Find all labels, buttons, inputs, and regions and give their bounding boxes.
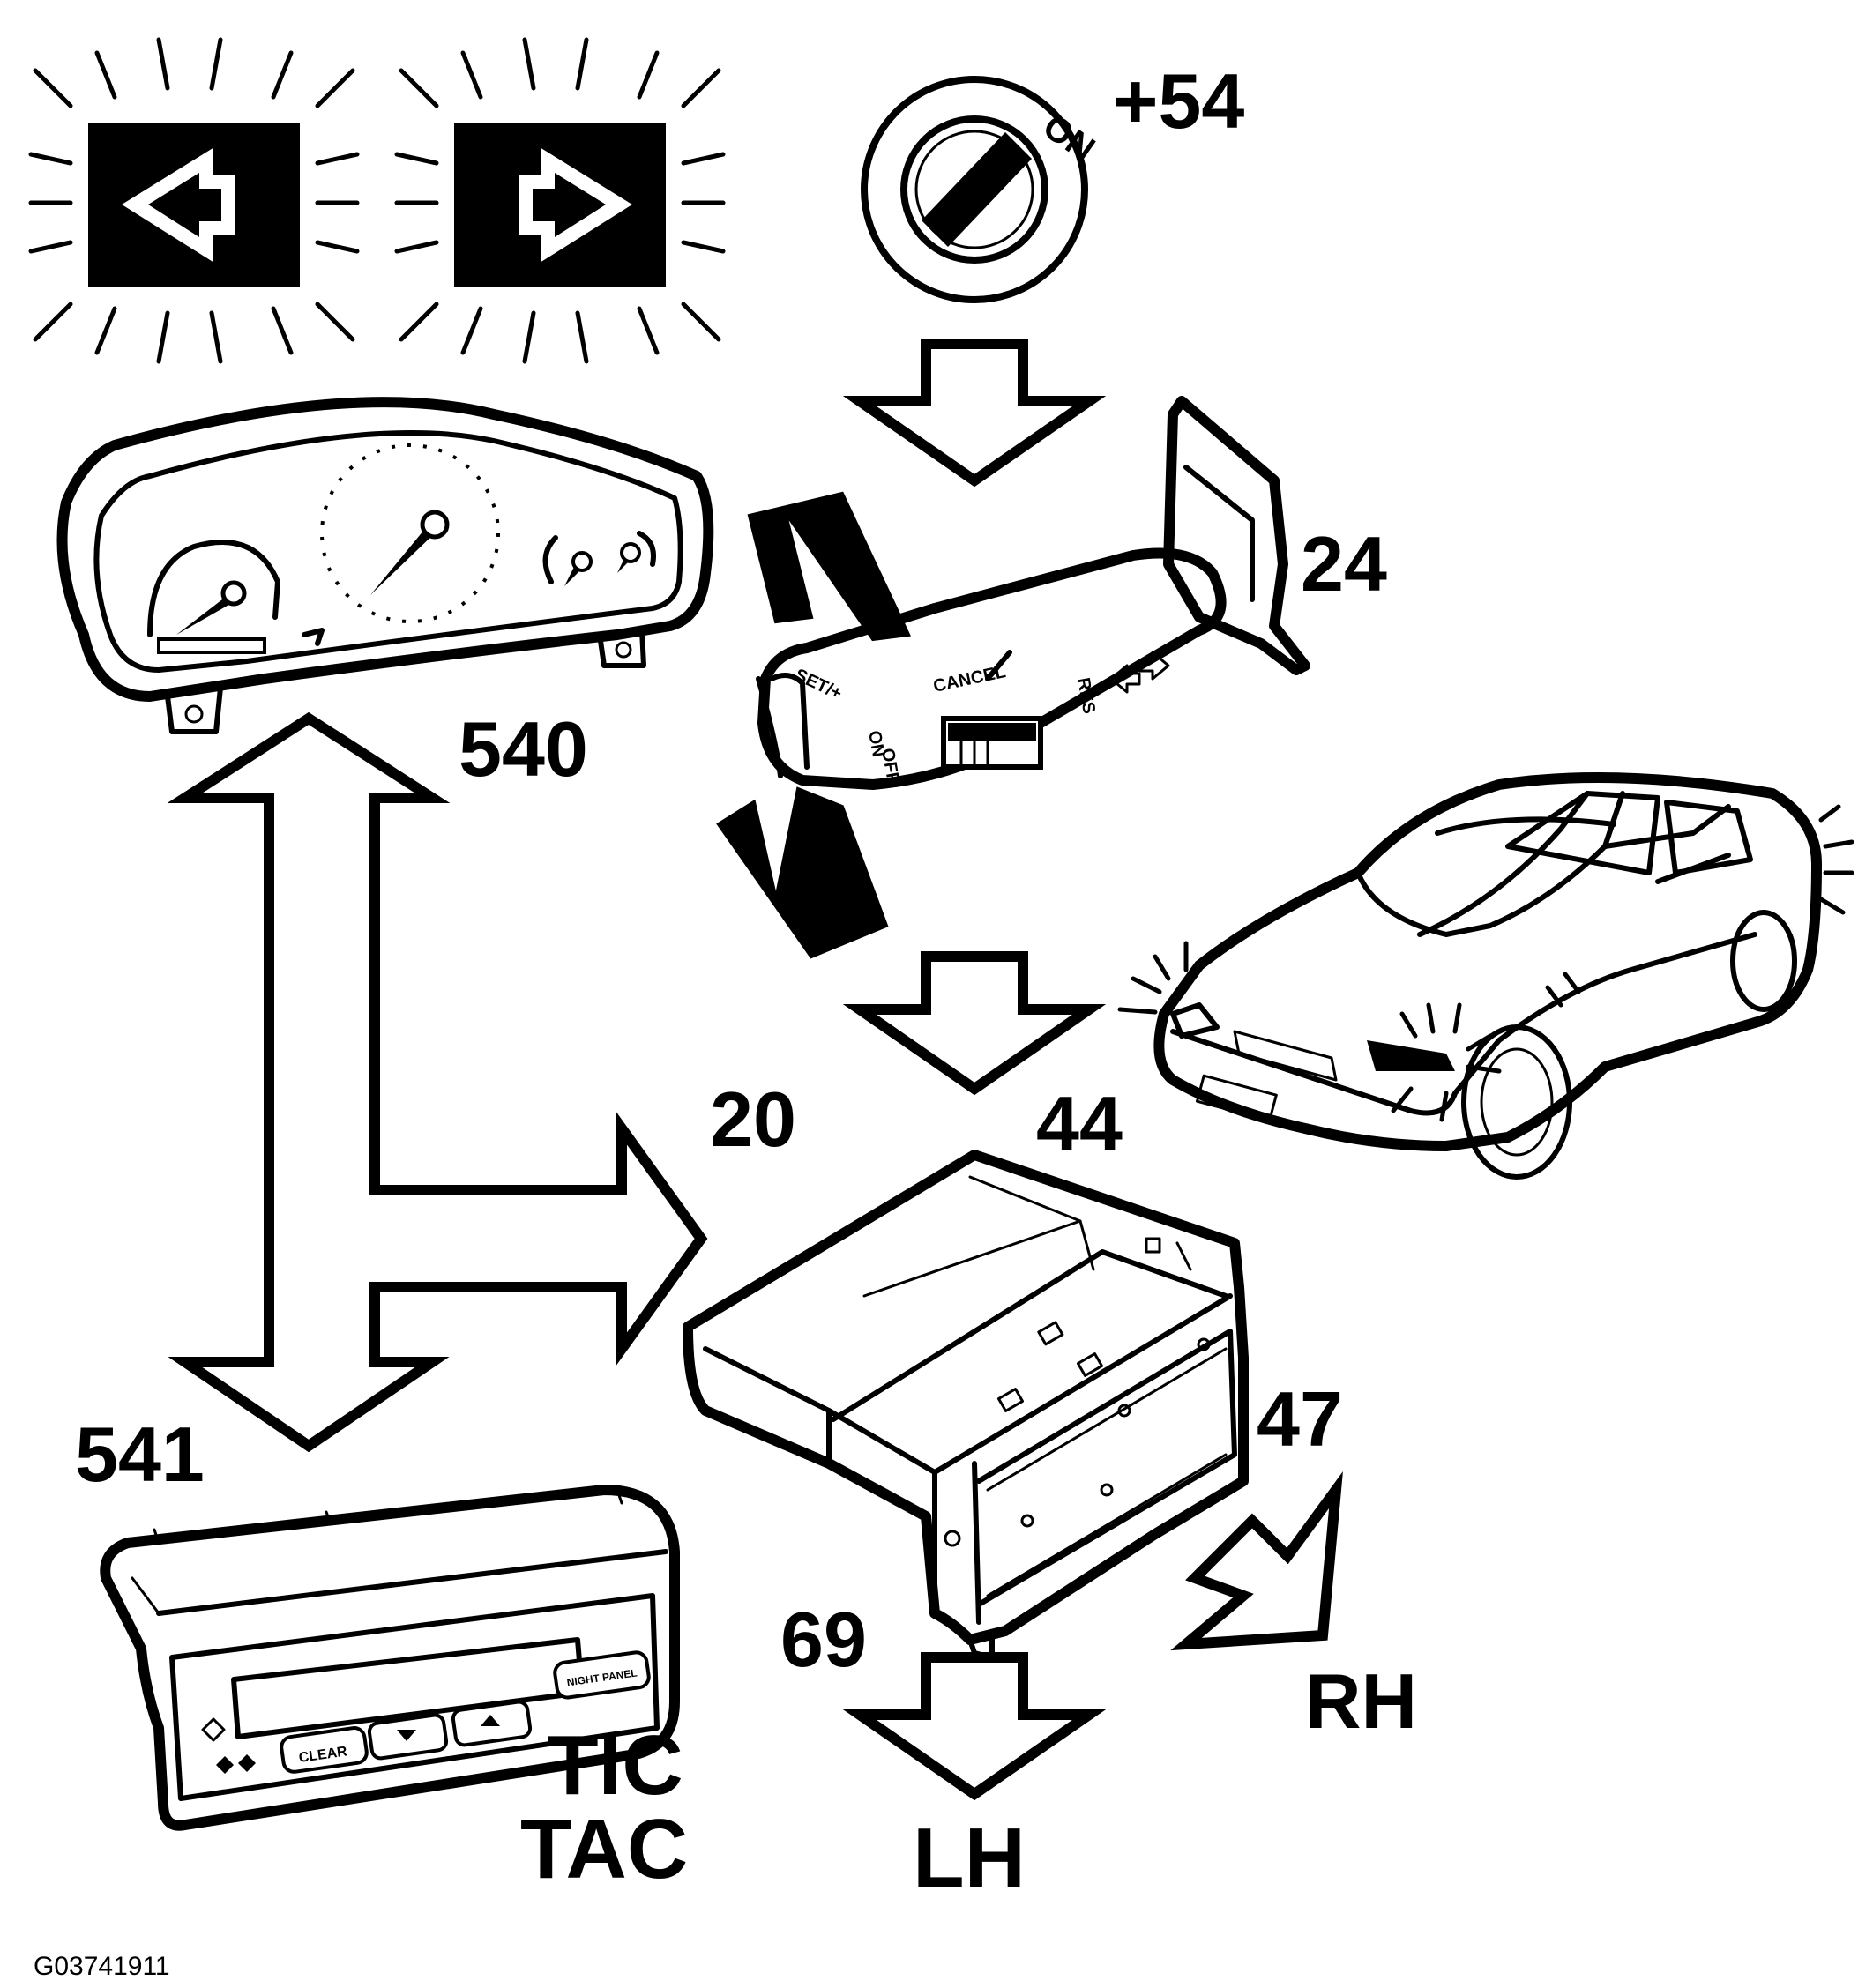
bidirectional-arrow-cluster-tic-icon [167,711,708,1453]
figure-id: G03741911 [34,1952,170,1981]
arrow-ignition-to-stalk-icon [842,339,1107,488]
tic-clear-button[interactable] [280,1726,369,1774]
left-output-label: 69 [780,1596,867,1683]
turn-signal-stalk: CANCEL SET/+ RES ON OFF [756,396,1310,790]
arrow-to-module-icon [842,951,1107,1096]
stalk-label: 24 [1301,520,1387,607]
stalk-res-label: RES [1073,676,1099,715]
ignition-switch: ON [861,76,1101,303]
tic-up-arrow-icon [481,1715,500,1726]
tic-down-arrow-icon [397,1730,416,1741]
tic-display-unit: CLEAR NIGHT PANEL [100,1485,680,1831]
arrow-stalk-to-cluster-icon [747,491,911,642]
tac-label: TAC [520,1802,688,1896]
tic-label: TIC [547,1718,683,1813]
instrument-cluster [56,397,714,734]
ignition-key-slot-icon [922,132,1032,247]
left-turn-indicator [28,37,360,364]
right-output-label: 47 [1257,1375,1343,1463]
module-a-label: 20 [710,1076,796,1163]
module-b-label: 44 [1036,1080,1123,1167]
cluster-label: 540 [459,705,588,793]
arrow-stalk-down-icon [716,786,889,959]
ignition-label: +54 [1113,57,1244,145]
right-turn-indicator [394,37,726,364]
car-illustration [1117,772,1854,1180]
right-indicator-rays-icon [394,37,726,364]
tic-diamond-small-icon [216,1756,234,1774]
tic-diamond-icon [201,1717,226,1742]
left-side-label: LH [913,1811,1026,1905]
stalk-on-label: ON [864,729,888,758]
arrow-right-output-icon [1170,1471,1343,1651]
tic-number-label: 541 [75,1411,205,1498]
car-flash-rays-icon [1117,804,1854,1122]
left-indicator-rays-icon [28,37,360,364]
control-module [683,1150,1249,1660]
stalk-set-label: SET/+ [792,666,845,704]
right-side-label: RH [1305,1657,1417,1745]
tic-night-panel-button[interactable] [553,1650,651,1700]
tic-diamond-small-icon-2 [238,1754,256,1772]
arrow-left-output-icon [842,1652,1107,1801]
stalk-cancel-label: CANCEL [931,662,1007,696]
